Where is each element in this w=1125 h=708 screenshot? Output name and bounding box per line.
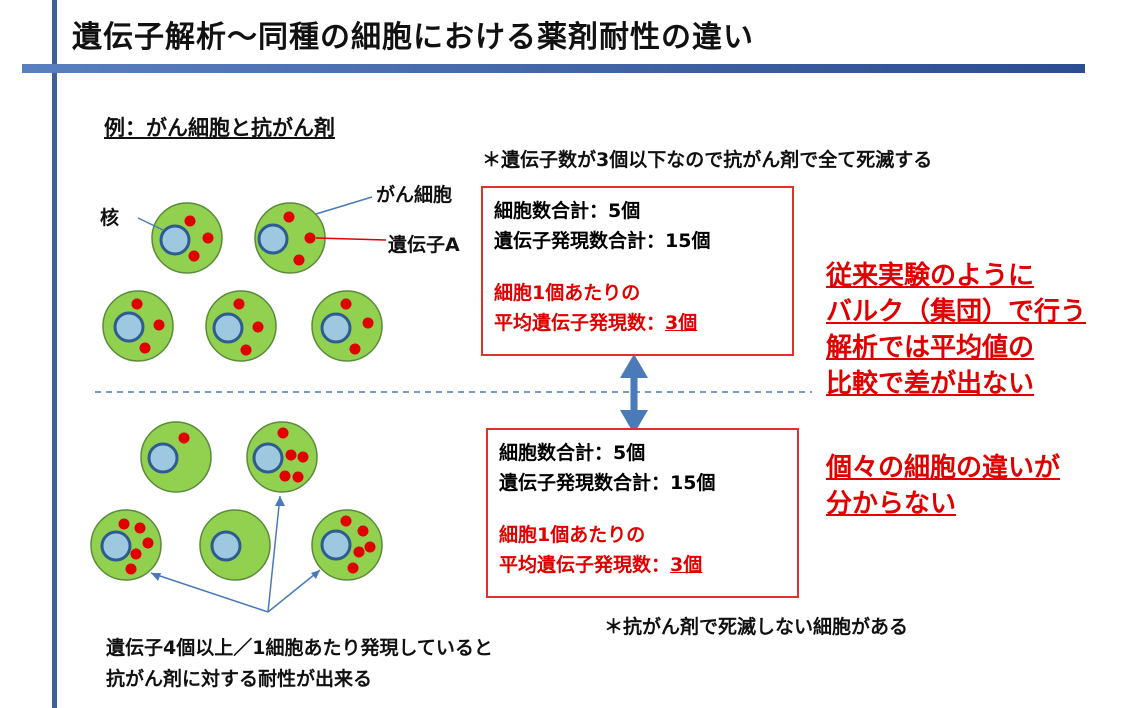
bottom-cell-1	[140, 421, 212, 493]
page-title: 遺伝子解析～同種の細胞における薬剤耐性の違い	[72, 20, 754, 55]
avg-line1: 細胞1個あたりの	[499, 524, 646, 546]
top-cell-3	[102, 290, 174, 362]
gene-total: 遺伝子発現数合計：15個	[499, 472, 716, 494]
avg-prefix: 平均遺伝子発現数：	[494, 312, 666, 334]
resistance-note-line2: 抗がん剤に対する耐性が出来る	[106, 668, 373, 690]
top-cell-4	[205, 290, 277, 362]
avg-value: 3個	[665, 312, 698, 334]
bottom-cell-4	[199, 509, 271, 581]
top-cell-5	[311, 290, 383, 362]
cell-total: 細胞数合計：5個	[494, 200, 641, 222]
conclusion-line5: 個々の細胞の違いが	[826, 453, 1061, 483]
bottom-cell-3	[90, 509, 162, 581]
resistance-note-line1: 遺伝子4個以上／1細胞あたり発現していると	[106, 637, 493, 659]
avg-line2: 平均遺伝子発現数：3個	[494, 308, 710, 338]
gene-total: 遺伝子発現数合計：15個	[494, 230, 711, 252]
nucleus-leader	[137, 217, 164, 231]
conclusion-line4: 比較で差が出ない	[826, 369, 1035, 399]
avg-value: 3個	[670, 554, 703, 576]
resistance-arrows	[150, 495, 321, 613]
top-cell-1	[151, 202, 223, 274]
example-heading: 例：がん細胞と抗がん剤	[104, 116, 335, 140]
cancer-cell-label: がん細胞	[376, 184, 453, 206]
top-note: ＊遺伝子数が3個以下なので抗がん剤で全て死滅する	[482, 149, 933, 171]
top-cell-2	[254, 202, 326, 274]
conclusion-individual: 個々の細胞の違いが 分からない	[826, 450, 1060, 522]
title-vertical-bar	[52, 0, 57, 708]
cell-total: 細胞数合計：5個	[499, 442, 646, 464]
title-underline-bar	[22, 64, 1085, 73]
bottom-cell-2	[246, 421, 318, 493]
avg-line2: 平均遺伝子発現数：3個	[499, 550, 715, 580]
conclusion-line1: 従来実験のように	[826, 261, 1035, 291]
gene-a-leader	[315, 237, 387, 241]
avg-prefix: 平均遺伝子発現数：	[499, 554, 671, 576]
conclusion-line6: 分からない	[826, 489, 957, 519]
bottom-cell-5	[311, 509, 383, 581]
bulk-stats-box-top: 細胞数合計：5個 遺伝子発現数合計：15個 細胞1個あたりの 平均遺伝子発現数：…	[481, 186, 794, 356]
cancer-cell-leader	[315, 196, 373, 215]
bulk-stats-box-bottom: 細胞数合計：5個 遺伝子発現数合計：15個 細胞1個あたりの 平均遺伝子発現数：…	[486, 428, 799, 598]
resistance-arrowheads	[151, 496, 320, 581]
nucleus-label: 核	[100, 207, 120, 229]
conclusion-bulk: 従来実験のように バルク（集団）で行う 解析では平均値の 比較で差が出ない	[826, 258, 1086, 402]
conclusion-line2: バルク（集団）で行う	[826, 297, 1087, 327]
bottom-note: ＊抗がん剤で死滅しない細胞がある	[604, 616, 909, 638]
gene-a-label: 遺伝子A	[388, 234, 460, 256]
compare-double-arrow	[620, 354, 648, 434]
conclusion-line3: 解析では平均値の	[826, 333, 1035, 363]
avg-line1: 細胞1個あたりの	[494, 282, 641, 304]
